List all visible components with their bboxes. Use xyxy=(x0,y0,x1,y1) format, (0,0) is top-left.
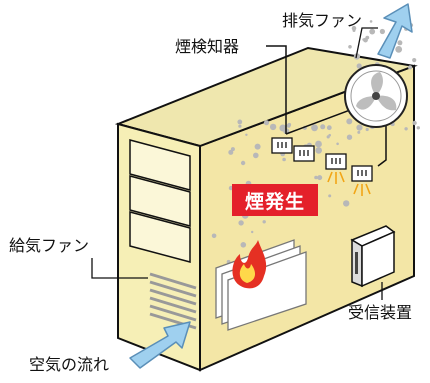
drive-bays xyxy=(129,139,191,263)
smoke-dot xyxy=(240,160,246,166)
smoke-dot xyxy=(211,233,217,239)
smoke-dot xyxy=(237,119,243,125)
smoke-dot xyxy=(263,120,270,126)
airflow-label: 空気の流れ xyxy=(29,355,110,374)
smoke-dot xyxy=(346,118,353,125)
smoke-dot xyxy=(254,143,261,150)
arrow-right-up-icon xyxy=(129,321,191,369)
smoke-dot xyxy=(408,65,413,70)
smoke-generated-badge: 煙発生 xyxy=(232,184,318,216)
smoke-dot xyxy=(315,140,322,148)
intake-fan-label: 給気ファン xyxy=(9,236,90,255)
smoke-dot xyxy=(362,38,365,41)
smoke-dot xyxy=(269,123,277,131)
smoke-detector-label: 煙検知器 xyxy=(175,37,240,56)
smoke-dot xyxy=(317,175,323,181)
smoke-dot xyxy=(311,124,318,132)
smoke-dot xyxy=(253,152,259,159)
smoke-dot xyxy=(352,29,356,32)
smoke-dot xyxy=(282,157,286,162)
server-boards xyxy=(215,239,307,331)
smoke-dot xyxy=(320,124,326,130)
smoke-dot xyxy=(238,124,242,128)
smoke-dot xyxy=(412,120,417,126)
smoke-dot xyxy=(369,20,373,23)
exhaust-fan-label: 排気ファン xyxy=(282,11,363,30)
smoke-dot xyxy=(351,25,357,31)
smoke-dot xyxy=(238,220,244,226)
smoke-dot xyxy=(397,40,403,46)
smoke-dot xyxy=(286,123,291,128)
smoke-dot xyxy=(328,194,332,198)
smoke-dot xyxy=(336,142,339,146)
smoke-dot xyxy=(365,127,369,132)
smoke-dot xyxy=(245,133,248,136)
smoke-dot xyxy=(356,63,362,69)
smoke-dot xyxy=(343,200,350,207)
smoke-dot xyxy=(230,147,235,152)
fan-icon xyxy=(344,64,408,128)
smoke-dot xyxy=(346,134,353,140)
arrow-up-right-icon xyxy=(377,3,413,59)
smoke-dot xyxy=(395,46,403,53)
smoke-dot xyxy=(251,230,254,234)
smoke-dot xyxy=(357,130,361,134)
smoke-dot xyxy=(228,149,234,155)
smoke-dot xyxy=(315,147,323,154)
flame-icon xyxy=(232,240,267,289)
smoke-dot xyxy=(240,242,247,248)
receiver-unit xyxy=(350,225,396,288)
smoke-dot xyxy=(369,28,376,35)
leader-lines xyxy=(91,27,383,300)
smoke-dot xyxy=(356,124,363,131)
smoke-dot xyxy=(262,220,266,224)
detector-alarm-bursts xyxy=(327,171,371,196)
smoke-dot xyxy=(412,58,417,63)
smoke-dot xyxy=(404,127,408,131)
smoke-dot xyxy=(326,125,332,131)
smoke-dot xyxy=(314,175,318,180)
smoke-dot xyxy=(365,35,370,40)
receiver-label: 受信装置 xyxy=(348,303,413,322)
smoke-dot xyxy=(328,133,332,137)
smoke-dot xyxy=(379,28,385,35)
smoke-dot xyxy=(416,126,420,130)
smoke-detector-icon xyxy=(271,137,373,182)
smoke-dot xyxy=(348,45,352,49)
